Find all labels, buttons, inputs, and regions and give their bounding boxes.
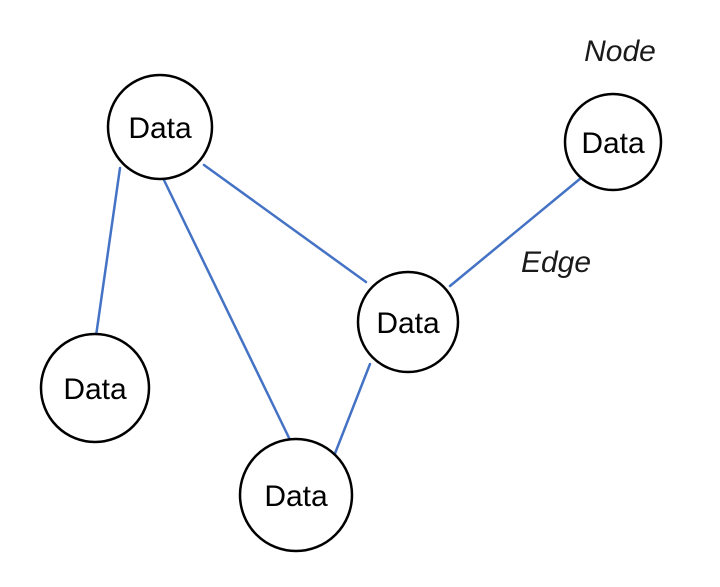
edge-annotation: Edge <box>521 246 591 279</box>
edge-n1-n3 <box>202 163 368 284</box>
node-label: Data <box>128 112 192 145</box>
node-label: Data <box>376 307 440 340</box>
edge-n3-n5 <box>332 362 372 458</box>
edge-n1-n4 <box>94 166 122 338</box>
node-label: Data <box>264 480 328 513</box>
edges-layer <box>94 163 583 458</box>
node-annotation: Node <box>584 35 656 68</box>
node-circle <box>39 332 151 444</box>
node-n5: Data <box>238 437 354 553</box>
node-circle <box>356 270 460 374</box>
node-n1: Data <box>106 73 214 181</box>
node-circle <box>106 73 214 181</box>
node-label: Data <box>581 127 645 160</box>
edge-n1-n5 <box>160 174 294 446</box>
node-circle <box>563 92 663 192</box>
edge-n2-n3 <box>448 176 583 288</box>
node-n2: Data <box>563 92 663 192</box>
node-circle <box>238 437 354 553</box>
node-n4: Data <box>39 332 151 444</box>
node-label: Data <box>63 373 127 406</box>
node-n3: Data <box>356 270 460 374</box>
